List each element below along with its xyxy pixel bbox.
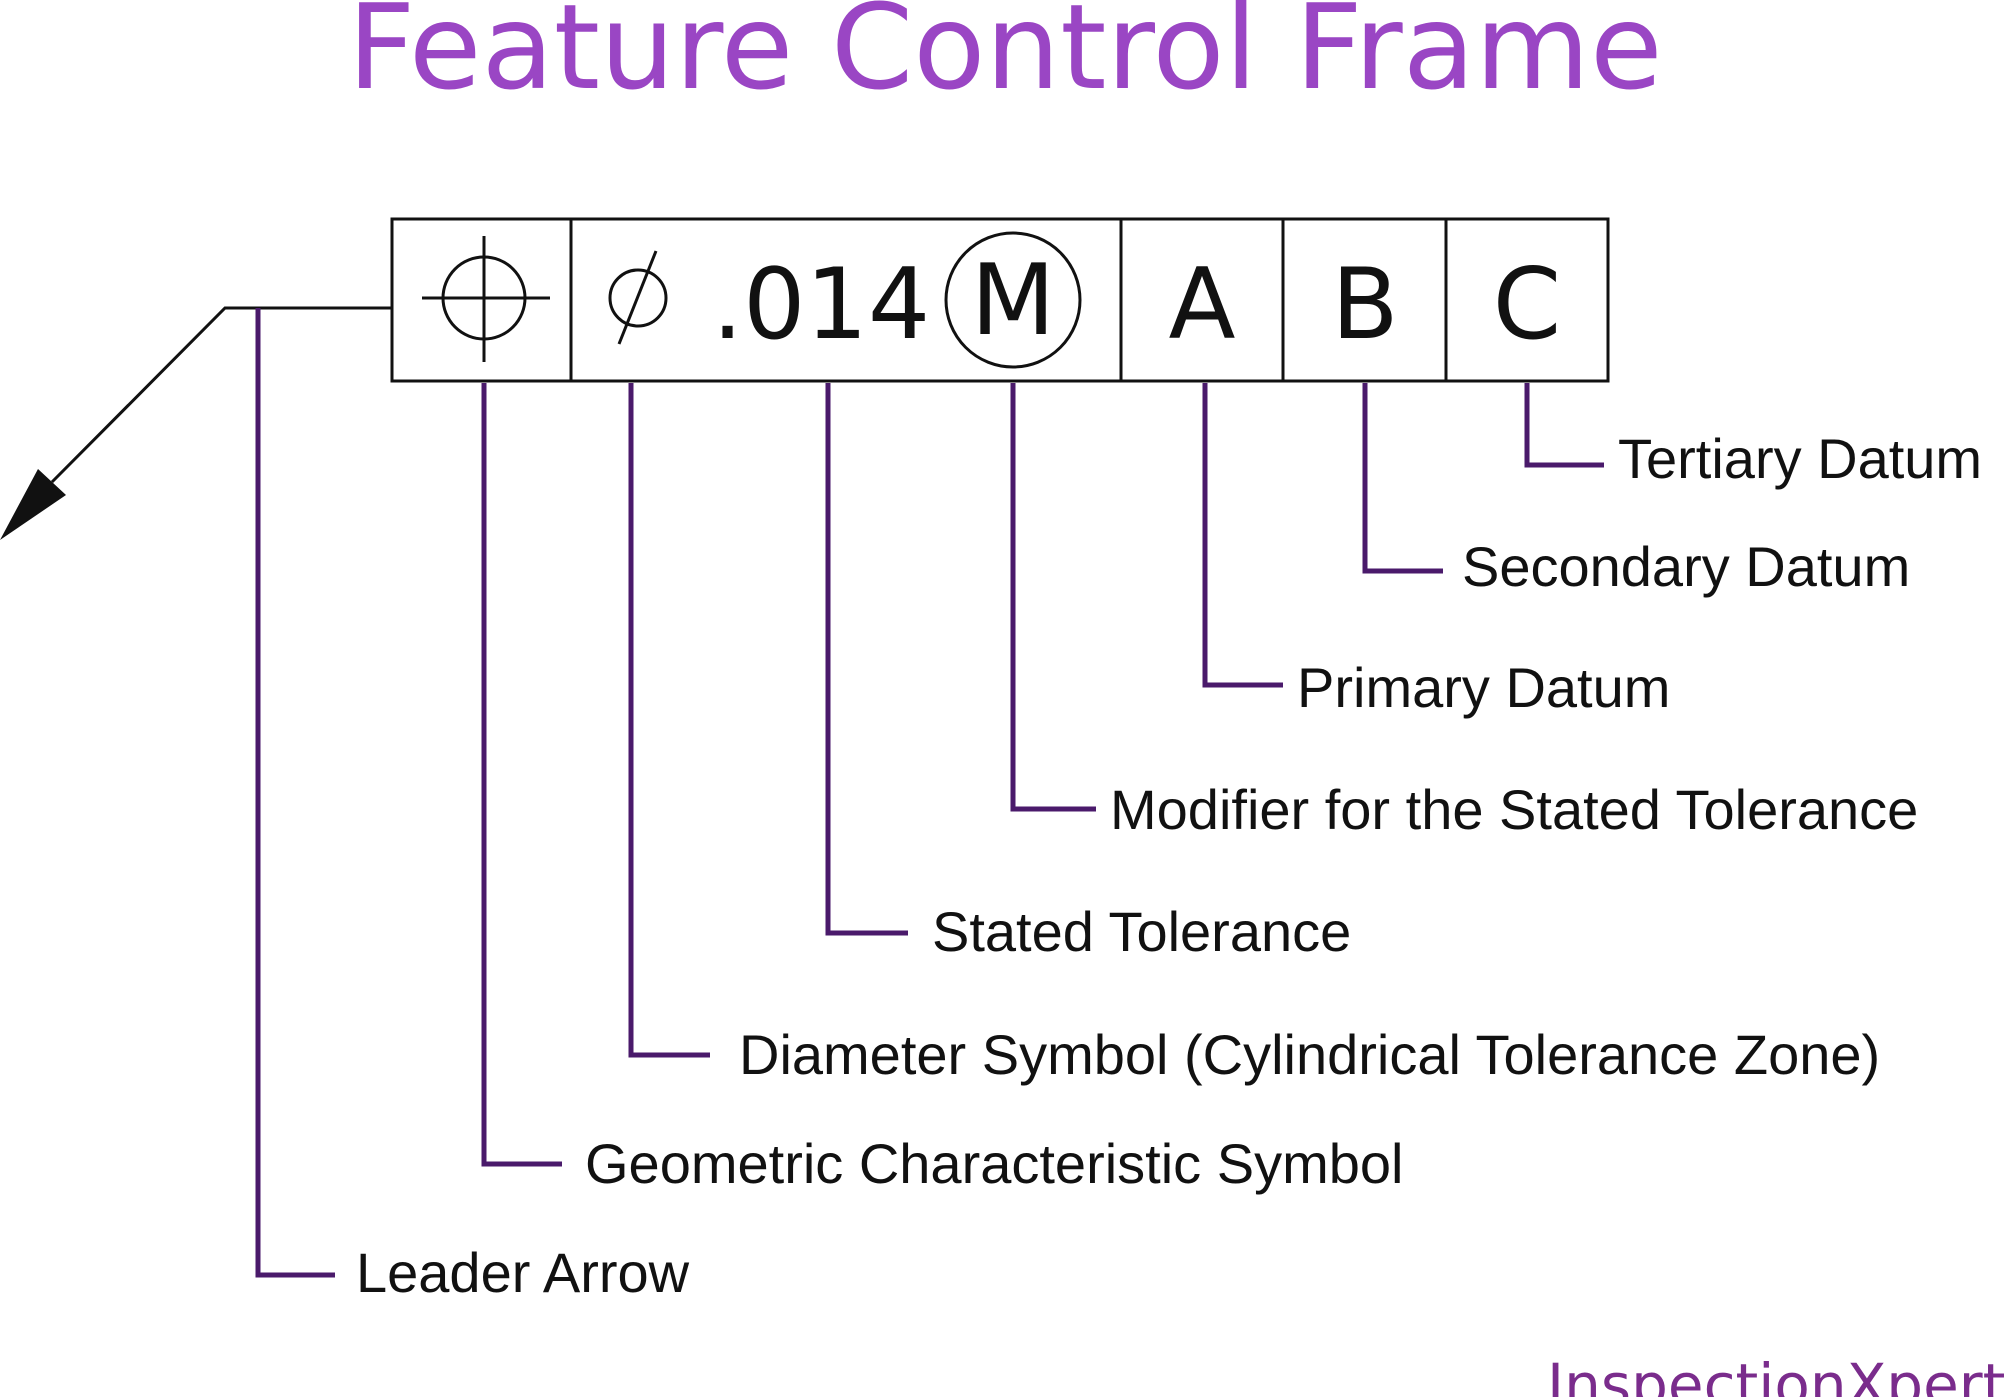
modifier-letter: M [971,244,1056,358]
frame-box [390,217,1610,383]
page-title: Feature Control Frame [347,0,1662,116]
brand-logo: InspectionXpert [1547,1351,2005,1397]
callout-label-tertiary: Tertiary Datum [1618,427,1982,490]
callout-line-tolerance [825,383,908,936]
datum-c-letter: C [1493,248,1561,362]
callout-line-diameter [628,383,710,1058]
callout-label-geometric: Geometric Characteristic Symbol [585,1132,1403,1195]
callout-lines [255,308,1604,1278]
callout-line-geometric [481,383,562,1167]
callout-label-primary: Primary Datum [1297,656,1670,719]
callout-line-primary [1202,383,1283,688]
callout-line-secondary [1362,383,1443,574]
position-symbol-icon [422,236,550,362]
callout-label-modifier: Modifier for the Stated Tolerance [1110,778,1918,841]
diameter-symbol-icon [608,250,668,345]
datum-b-letter: B [1331,248,1398,362]
leader-arrow-icon [0,306,392,540]
modifier-m-symbol: M [944,231,1082,369]
callout-line-leader [255,308,335,1278]
tolerance-value: .014 [712,248,930,362]
callout-label-secondary: Secondary Datum [1462,535,1910,598]
callout-label-tolerance: Stated Tolerance [932,900,1351,963]
callout-line-tertiary [1524,383,1604,468]
callout-label-diameter: Diameter Symbol (Cylindrical Tolerance Z… [739,1023,1880,1086]
callout-line-modifier [1010,383,1096,812]
callout-label-leader: Leader Arrow [356,1241,690,1304]
datum-a-letter: A [1168,248,1235,362]
